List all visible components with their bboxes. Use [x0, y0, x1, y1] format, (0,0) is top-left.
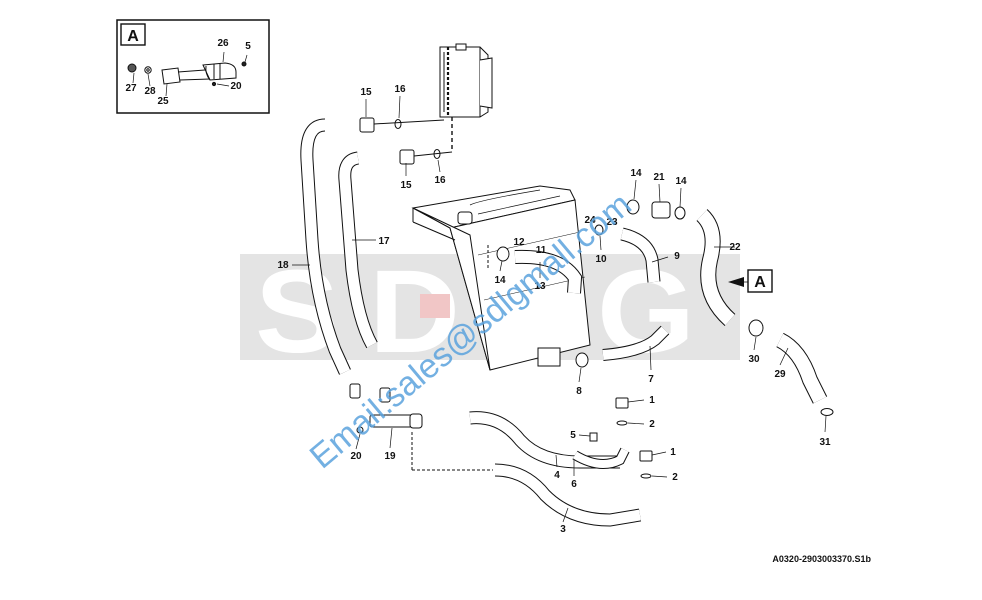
part-label-p31: 31: [819, 437, 831, 448]
part-label-p8: 8: [576, 386, 582, 397]
radiator-core: [411, 185, 591, 371]
part-label-detail-26: 26: [217, 38, 229, 49]
part-label-detail-25: 25: [157, 96, 169, 107]
part-label-p9: 9: [674, 251, 680, 262]
hose-17: [338, 151, 378, 349]
part-label-p6: 6: [571, 479, 577, 490]
part-label-p11: 11: [536, 245, 547, 256]
part-label-detail-28: 28: [144, 86, 156, 97]
part-label-p16a: 16: [394, 84, 406, 95]
hose-22: [696, 209, 736, 326]
part-label-detail-20: 20: [230, 81, 242, 92]
part-label-detail-5: 5: [245, 41, 251, 52]
callout-view-a: A: [728, 269, 773, 293]
part-label-p14a: 14: [630, 168, 642, 179]
hose-29: [776, 332, 828, 404]
detail-view-a: A: [116, 19, 270, 114]
part-label-p21: 21: [653, 172, 665, 183]
part-label-p24: 24: [584, 215, 596, 226]
part-label-p1b: 1: [670, 447, 676, 458]
part-label-p13: 13: [534, 281, 546, 292]
part-label-p20: 20: [350, 451, 362, 462]
pipe-6: [572, 447, 630, 469]
part-label-p2b: 2: [672, 472, 678, 483]
fittings: [349, 117, 834, 479]
hose-13: [514, 249, 583, 294]
part-label-p14b: 14: [675, 176, 687, 187]
part-label-p15b: 15: [400, 180, 412, 191]
part-label-p1a: 1: [649, 395, 655, 406]
hose-7: [602, 325, 670, 361]
leader-lines: [292, 95, 827, 523]
part-label-p2a: 2: [649, 419, 655, 430]
part-label-p17: 17: [378, 236, 390, 247]
part-label-p16b: 16: [434, 175, 446, 186]
part-label-p3: 3: [560, 524, 566, 535]
clamp-bracket-drawing: [127, 51, 248, 97]
hose-4: [469, 411, 620, 469]
part-label-p22: 22: [729, 242, 741, 253]
part-label-p14c: 14: [494, 275, 506, 286]
hose-18: [300, 118, 351, 375]
part-label-p7: 7: [648, 374, 654, 385]
part-label-detail-27: 27: [125, 83, 137, 94]
part-label-p23: 23: [606, 217, 618, 228]
callout-view-label: A: [754, 274, 766, 291]
part-label-p30: 30: [748, 354, 760, 365]
part-label-p4: 4: [554, 470, 560, 481]
part-label-p19: 19: [384, 451, 396, 462]
hose-9: [620, 227, 661, 283]
part-label-p15a: 15: [360, 87, 372, 98]
drawing-code: A0320-2903003370.S1b: [772, 554, 871, 564]
part-label-p29: 29: [774, 369, 786, 380]
detail-view-label: A: [127, 28, 139, 45]
hose-3: [494, 463, 642, 527]
part-label-p5: 5: [570, 430, 576, 441]
part-label-p10: 10: [595, 254, 607, 265]
reservoir-tank: [439, 43, 493, 150]
part-label-p18: 18: [277, 260, 289, 271]
part-label-p12: 12: [513, 237, 525, 248]
